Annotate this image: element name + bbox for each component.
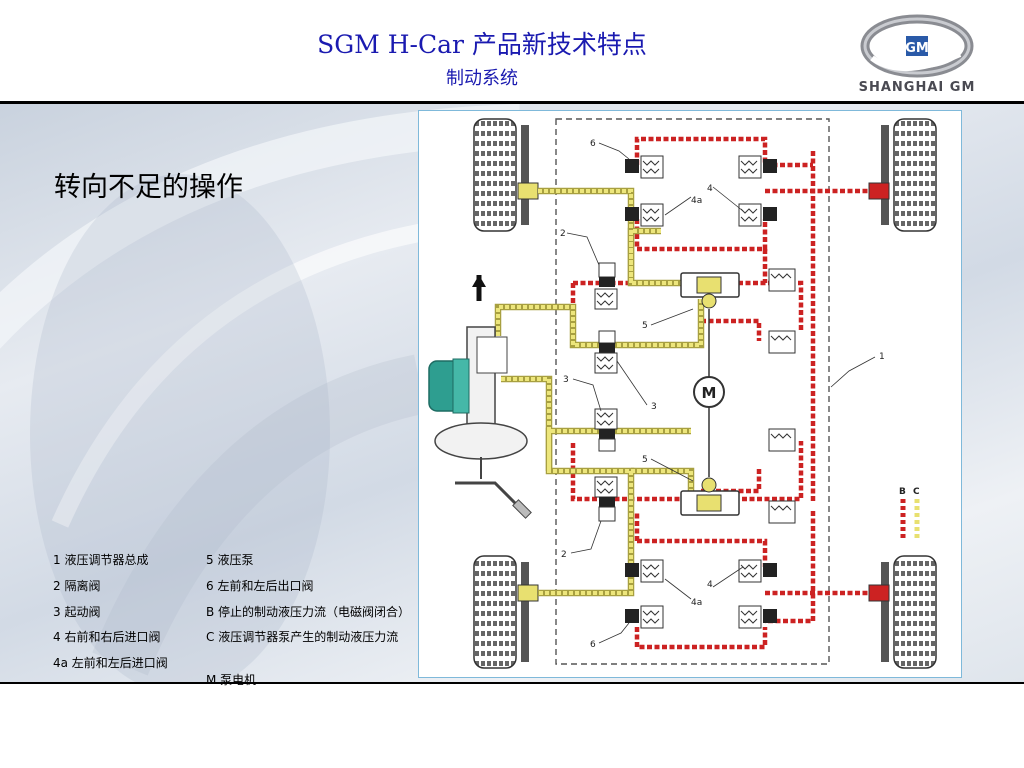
pressure-lines-pump xyxy=(496,189,703,595)
callout-leaders xyxy=(566,142,876,644)
valve-6-rear xyxy=(625,605,664,629)
modulator-outline xyxy=(555,118,830,665)
gm-badge-text: GM xyxy=(905,41,929,56)
valve-4a-rear xyxy=(625,559,664,583)
valve-4-rear-right-lower xyxy=(738,605,777,629)
slide-title: SGM H-Car 产品新技术特点 xyxy=(317,30,647,59)
solenoid-valves xyxy=(594,155,796,629)
valve-6-front xyxy=(625,155,664,179)
valve-4-front-right xyxy=(738,155,777,179)
valve-4-front-right-lower xyxy=(738,203,777,227)
callout-3: 3 xyxy=(651,402,657,412)
hydraulic-circuit-schematic: M xyxy=(428,118,937,669)
accumulator-bottom xyxy=(768,428,796,524)
legend-item: 1 液压调节器总成 xyxy=(53,553,149,567)
legend-item: 2 隔离阀 xyxy=(53,579,101,593)
callout-6: 6 xyxy=(590,139,596,149)
legend-item: 4 右前和右后进口阀 xyxy=(53,630,161,644)
legend-item: B 停止的制动液压力流（电磁阀闭合） xyxy=(206,605,411,619)
callout-4a: 4a xyxy=(691,598,702,608)
gm-emblem-icon: GM xyxy=(860,14,974,78)
callout-2: 2 xyxy=(561,550,567,560)
legend-item: M 泵电机 xyxy=(206,673,257,687)
master-cylinder-assembly xyxy=(428,275,532,519)
wheel-rear-right xyxy=(868,555,937,669)
key-c-label: C xyxy=(913,487,920,497)
logo-text: SHANGHAI GM xyxy=(858,80,976,95)
callout-5: 5 xyxy=(642,321,648,331)
callout-3: 3 xyxy=(563,375,569,385)
callout-4: 4 xyxy=(707,580,713,590)
flow-key: B C xyxy=(899,487,920,539)
wheel-front-left xyxy=(473,118,539,232)
valve-4a-front xyxy=(625,203,664,227)
legend-item: 6 左前和左后出口阀 xyxy=(206,579,314,593)
legend-item: C 液压调节器泵产生的制动液压力流 xyxy=(206,630,399,644)
slide-subtitle: 制动系统 xyxy=(446,68,518,89)
legend-item: 3 起动阀 xyxy=(53,605,101,619)
legend-item: 5 液压泵 xyxy=(206,553,254,567)
key-b-label: B xyxy=(899,487,906,497)
footer-divider xyxy=(0,682,1024,684)
brake-system-diagram: M xyxy=(418,110,962,678)
valve-4-rear-right xyxy=(738,559,777,583)
pump-motor: M xyxy=(693,376,725,408)
callout-4a: 4a xyxy=(691,196,702,206)
valve-2-isolation-bottom xyxy=(594,476,618,522)
slide-heading: 转向不足的操作 xyxy=(54,172,243,203)
pump-bottom xyxy=(680,477,740,516)
callout-1: 1 xyxy=(879,352,885,362)
accumulator-top xyxy=(768,268,796,354)
callout-4: 4 xyxy=(707,184,713,194)
valve-3-prime-top xyxy=(594,330,618,374)
slide-header: SGM H-Car 产品新技术特点 制动系统 GM SHANGHAI GM xyxy=(0,0,1024,100)
valve-3-prime-bottom xyxy=(594,408,618,452)
shanghai-gm-logo: GM SHANGHAI GM xyxy=(842,14,992,96)
legend-item: 4a 左前和左后进口阀 xyxy=(53,656,168,670)
callout-2: 2 xyxy=(560,229,566,239)
header-divider xyxy=(0,101,1024,104)
valve-2-isolation-top xyxy=(594,262,618,310)
wheel-front-right xyxy=(868,118,937,232)
callout-6: 6 xyxy=(590,640,596,650)
pump-top xyxy=(680,272,740,309)
pressure-lines-pump-outline xyxy=(494,187,705,597)
motor-label: M xyxy=(702,384,717,402)
callout-5: 5 xyxy=(642,455,648,465)
wheel-rear-left xyxy=(473,555,539,669)
